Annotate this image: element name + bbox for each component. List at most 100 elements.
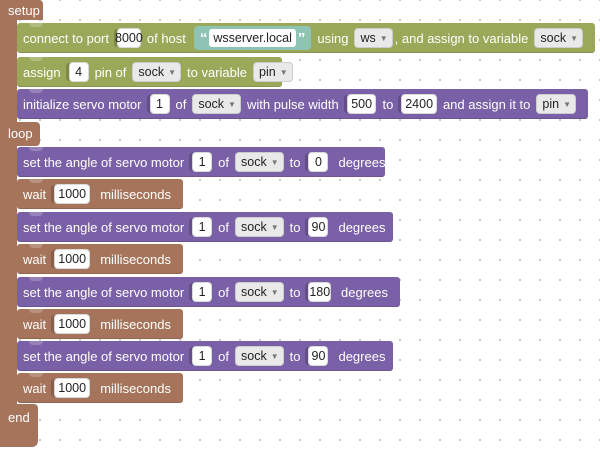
milliseconds-text: milliseconds [100, 251, 171, 267]
set-angle-block[interactable]: set the angle of servo motor 1 of sock ▼… [17, 212, 393, 242]
pulse-width-text: with pulse width [246, 96, 339, 112]
set-angle-block[interactable]: set the angle of servo motor 1 of sock ▼… [17, 147, 385, 177]
wait-text: wait [23, 186, 47, 202]
to-text: to [289, 219, 301, 235]
wait-ms-input[interactable]: 1000 [54, 249, 91, 269]
degrees-text: degrees [338, 154, 386, 170]
close-quote-icon: ” [297, 29, 306, 47]
setup-label: setup [8, 3, 40, 18]
setup-strip [0, 20, 17, 122]
servo-init-target-value: pin [542, 97, 560, 111]
servo-var-value: sock [241, 285, 267, 299]
socket-variable-value: sock [540, 31, 567, 45]
angle-input[interactable]: 0 [308, 152, 329, 172]
servo-motor-input[interactable]: 1 [192, 282, 213, 302]
servo-init-motor-input[interactable]: 1 [149, 94, 170, 114]
chevron-down-icon: ▼ [168, 67, 177, 77]
chevron-down-icon: ▼ [279, 67, 288, 77]
host-input[interactable]: wsserver.local [209, 29, 296, 47]
chevron-down-icon: ▼ [270, 351, 279, 361]
set-angle-text: set the angle of servo motor [23, 284, 185, 300]
servo-init-of-text: of [175, 96, 187, 112]
chevron-down-icon: ▼ [563, 99, 571, 109]
chevron-down-icon: ▼ [270, 157, 279, 167]
to-text: to [289, 154, 301, 170]
servo-init-block[interactable]: initialize servo motor 1 of sock ▼ with … [17, 89, 588, 119]
servo-motor-input[interactable]: 1 [192, 152, 213, 172]
chevron-down-icon: ▼ [270, 287, 279, 297]
wait-block[interactable]: wait 1000 milliseconds [17, 309, 183, 339]
of-text: of [218, 348, 229, 364]
to-text: to [289, 284, 301, 300]
to-variable-text: to variable [187, 64, 247, 80]
assign-pin-block[interactable]: assign 4 pin of sock ▼ to variable pin ▼ [17, 57, 293, 87]
servo-var-dropdown[interactable]: sock ▼ [235, 346, 284, 366]
of-text: of [218, 219, 229, 235]
setup-header[interactable]: setup [0, 0, 43, 20]
wait-ms-input[interactable]: 1000 [54, 184, 91, 204]
angle-input[interactable]: 90 [308, 217, 329, 237]
servo-var-value: sock [241, 155, 267, 169]
port-input[interactable]: 8000 [115, 28, 143, 48]
servo-var-dropdown[interactable]: sock ▼ [235, 217, 284, 237]
servo-var-value: sock [241, 349, 267, 363]
of-text: of [218, 284, 229, 300]
protocol-dropdown[interactable]: ws ▼ [354, 28, 393, 48]
socket-variable-dropdown[interactable]: sock ▼ [534, 28, 583, 48]
chevron-down-icon: ▼ [228, 99, 236, 109]
program-wrapper-block[interactable]: setup loop end [0, 0, 43, 447]
chevron-down-icon: ▼ [379, 33, 388, 43]
pin-target-value: pin [259, 65, 276, 79]
connect-text: connect to port [23, 30, 109, 46]
assign-text: assign [23, 64, 61, 80]
servo-init-text: initialize servo motor [23, 96, 142, 112]
end-label: end [8, 410, 30, 425]
servo-var-dropdown[interactable]: sock ▼ [235, 282, 284, 302]
wait-block[interactable]: wait 1000 milliseconds [17, 179, 183, 209]
wait-block[interactable]: wait 1000 milliseconds [17, 373, 183, 403]
using-text: using [317, 30, 349, 46]
wait-text: wait [23, 316, 47, 332]
angle-input[interactable]: 90 [308, 346, 329, 366]
degrees-text: degrees [338, 219, 386, 235]
pulse-min-input[interactable]: 500 [346, 94, 377, 114]
servo-init-var-value: sock [198, 97, 225, 111]
wait-text: wait [23, 380, 47, 396]
assign-it-text: and assign it to [442, 96, 531, 112]
pin-source-dropdown[interactable]: sock ▼ [132, 62, 182, 82]
servo-init-var-dropdown[interactable]: sock ▼ [192, 94, 241, 114]
pin-of-text: pin of [94, 64, 127, 80]
wait-text: wait [23, 251, 47, 267]
angle-input[interactable]: 180 [308, 282, 332, 302]
open-quote-icon: “ [199, 29, 208, 47]
set-angle-text: set the angle of servo motor [23, 348, 185, 364]
set-angle-block[interactable]: set the angle of servo motor 1 of sock ▼… [17, 341, 393, 371]
end-footer[interactable]: end [0, 404, 38, 447]
host-string-block[interactable]: “ wsserver.local ” [193, 26, 312, 50]
milliseconds-text: milliseconds [100, 186, 171, 202]
set-angle-text: set the angle of servo motor [23, 219, 185, 235]
wait-ms-input[interactable]: 1000 [54, 314, 91, 334]
connect-block[interactable]: connect to port 8000 of host “ wsserver.… [17, 23, 595, 53]
set-angle-text: set the angle of servo motor [23, 154, 185, 170]
degrees-text: degrees [338, 348, 386, 364]
loop-label: loop [8, 126, 33, 141]
servo-motor-input[interactable]: 1 [192, 346, 213, 366]
servo-var-value: sock [241, 220, 267, 234]
servo-init-target-dropdown[interactable]: pin ▼ [536, 94, 576, 114]
pin-source-value: sock [138, 65, 165, 79]
pulse-to-text: to [382, 96, 394, 112]
loop-header[interactable]: loop [0, 122, 40, 146]
set-angle-block[interactable]: set the angle of servo motor 1 of sock ▼… [17, 277, 400, 307]
loop-strip [0, 146, 17, 404]
of-text: of [218, 154, 229, 170]
pulse-max-input[interactable]: 2400 [401, 94, 437, 114]
pin-number-input[interactable]: 4 [68, 62, 89, 82]
wait-block[interactable]: wait 1000 milliseconds [17, 244, 183, 274]
servo-var-dropdown[interactable]: sock ▼ [235, 152, 284, 172]
servo-motor-input[interactable]: 1 [192, 217, 213, 237]
pin-target-dropdown[interactable]: pin ▼ [253, 62, 293, 82]
wait-ms-input[interactable]: 1000 [54, 378, 91, 398]
assign-var-text: , and assign to variable [394, 30, 529, 46]
